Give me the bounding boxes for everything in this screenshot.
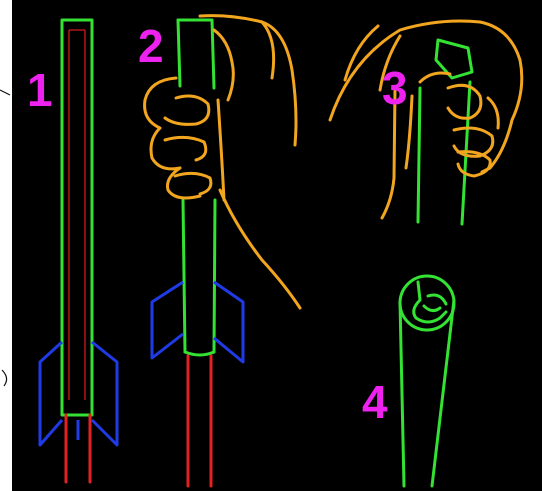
step-2-label: 2 — [138, 20, 164, 72]
step-4-label: 4 — [362, 376, 388, 428]
step-2-tube-right — [214, 200, 215, 352]
step-3-label: 3 — [382, 62, 408, 114]
step-1-label: 1 — [27, 64, 53, 116]
